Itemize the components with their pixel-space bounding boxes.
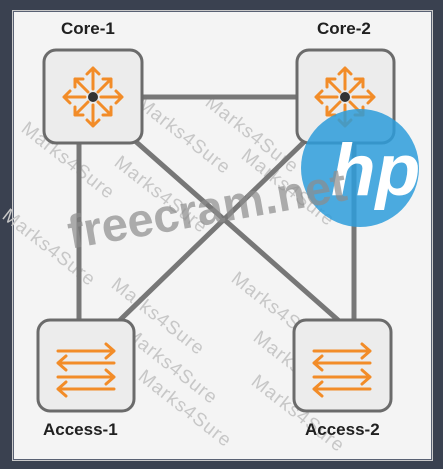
node-access2 xyxy=(292,318,393,413)
switch-icon xyxy=(56,342,116,398)
link-core1-access2 xyxy=(131,137,341,323)
router-icon xyxy=(62,66,124,128)
link-core2-access1 xyxy=(117,137,309,323)
access1-box xyxy=(36,318,136,413)
access2-label: Access-2 xyxy=(305,420,380,439)
core2-label: Core-2 xyxy=(317,19,371,38)
access2-box xyxy=(292,318,393,413)
access1-label: Access-1 xyxy=(43,420,118,439)
node-core1 xyxy=(42,48,144,145)
core1-label: Core-1 xyxy=(61,19,115,38)
node-access1 xyxy=(36,318,136,413)
hp-logo: hp xyxy=(301,109,420,227)
switch-icon xyxy=(312,342,372,398)
hp-logo-text: hp xyxy=(331,130,420,211)
